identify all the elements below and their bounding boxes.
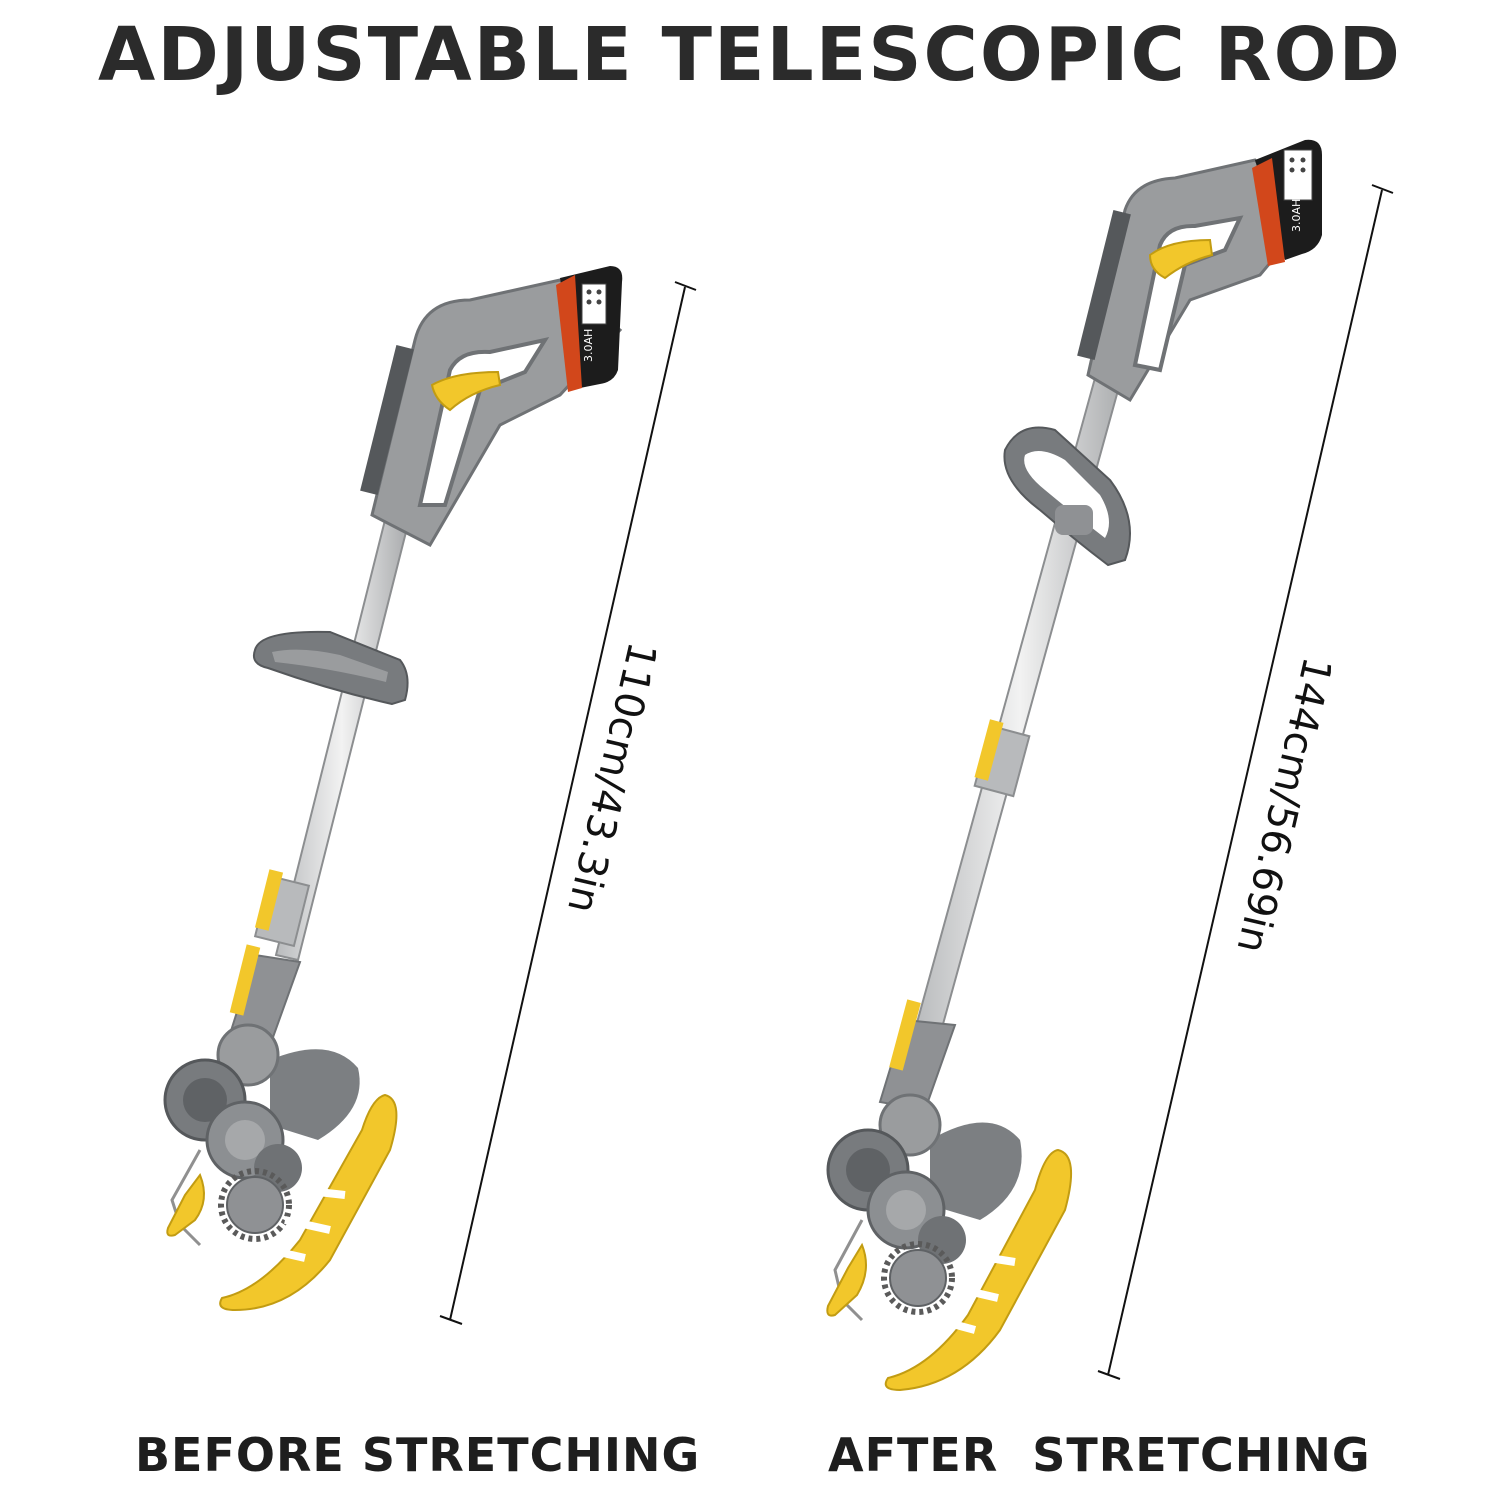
cutting-head-before xyxy=(163,1023,360,1247)
trigger-after xyxy=(1148,238,1214,280)
battery-pack-after: 3.0AH xyxy=(1252,139,1322,266)
safety-guard-after xyxy=(826,1148,1073,1392)
safety-guard-before xyxy=(166,1093,398,1312)
front-handle-after xyxy=(1003,426,1131,567)
battery-label-after: 3.0AH xyxy=(1290,199,1303,232)
trigger-before xyxy=(430,370,502,412)
page-headline: ADJUSTABLE TELESCOPIC ROD xyxy=(98,12,1402,98)
length-indicator-before xyxy=(439,281,697,1325)
cutting-head-after xyxy=(826,1093,1022,1322)
caption-after: AFTER STRETCHING xyxy=(828,1428,1371,1482)
caption-before: BEFORE STRETCHING xyxy=(135,1428,701,1482)
length-label-after: 144cm/56.69in xyxy=(1227,653,1340,957)
battery-pack-before: 3.0AH xyxy=(556,266,623,392)
length-indicator-after xyxy=(1097,184,1394,1380)
trimmer-before: 3.0AH xyxy=(163,266,623,1312)
battery-label-before: 3.0AH xyxy=(582,329,595,362)
trimmer-after: 3.0AH xyxy=(826,139,1322,1392)
front-handle-before xyxy=(252,630,409,706)
